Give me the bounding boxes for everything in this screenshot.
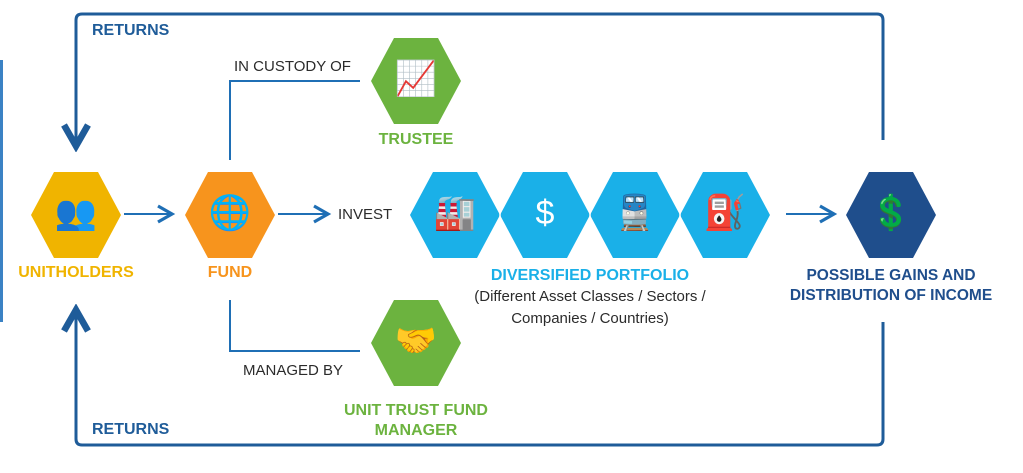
gains-label-line1: POSSIBLE GAINS AND [806,267,976,284]
globe-dollar-icon: $ [535,194,555,232]
hand-dollar-icon: 💲 [869,194,913,232]
left-edge-stripe [0,60,3,322]
gains-label-line2: DISTRIBUTION OF INCOME [789,287,993,304]
managed-line [229,300,360,352]
portfolio-hex-4 [680,172,770,258]
invest-label: INVEST [338,206,393,223]
portfolio-sub-line1: (Different Asset Classes / Sectors / [474,288,706,305]
custody-line [229,80,360,160]
gains-label: POSSIBLE GAINS AND DISTRIBUTION OF INCOM… [766,266,1016,306]
returns-top-line [76,12,885,143]
factory-icon: 🏭 [433,194,477,232]
portfolio-hex-3 [590,172,680,258]
handshake-globe-icon: 🤝 [394,322,438,360]
portfolio-sub-line2: Companies / Countries) [511,310,669,327]
portfolio-hex-1 [410,172,500,258]
trustee-label: TRUSTEE [378,131,454,148]
managed-by-label: MANAGED BY [243,362,344,379]
portfolio-hex-2 [500,172,590,258]
manager-label-line1: UNIT TRUST FUND [344,402,488,419]
manager-label-line2: MANAGER [374,422,458,439]
unitholders-hex [31,172,121,258]
people-group-icon: 👥 [54,194,98,232]
manager-label: UNIT TRUST FUND MANAGER [326,401,506,441]
portfolio-label-block: DIVERSIFIED PORTFOLIO (Different Asset C… [430,266,750,330]
gains-hex [846,172,936,258]
network-globe-icon: 🌐 [208,194,252,232]
returns-bottom-label: RETURNS [92,421,170,438]
fund-hex [185,172,275,258]
in-custody-of-label: IN CUSTODY OF [234,58,351,75]
unitholders-label: UNITHOLDERS [18,264,134,281]
manager-hex [371,300,461,386]
train-icon: 🚆 [613,194,657,232]
oil-pump-icon: ⛽ [703,194,747,232]
returns-top-label: RETURNS [92,22,170,39]
trustee-hex [371,38,461,124]
telescope-growth-icon: 📈 [394,60,438,98]
fund-label: FUND [207,264,253,281]
portfolio-label: DIVERSIFIED PORTFOLIO [490,267,690,284]
returns-bottom-line [76,313,885,447]
